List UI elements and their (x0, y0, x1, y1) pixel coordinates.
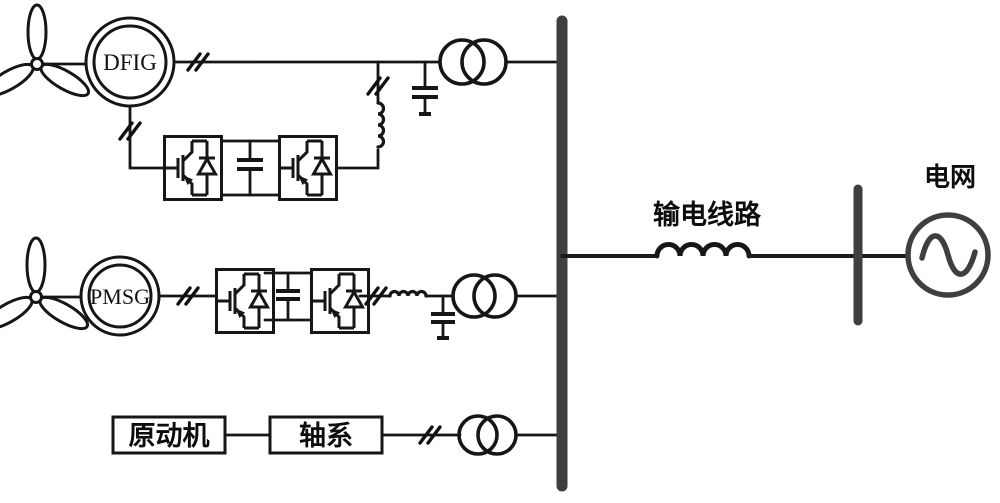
sync-unit: 原动机 轴系 (111, 414, 564, 456)
transmission-line-inductor-icon (654, 242, 752, 259)
shaft-system-label: 轴系 (299, 421, 353, 452)
dfig-generator-icon: DFIG (84, 16, 176, 108)
sync-unit-transformer-icon (457, 414, 518, 456)
shaft-system-block: 轴系 (268, 415, 384, 455)
dfig-rotor-side-converter-icon (163, 135, 223, 201)
dfig-wind-turbine-icon (0, 3, 95, 103)
prime-mover-label: 原动机 (129, 421, 210, 452)
pmsg-label: PMSG (90, 284, 150, 309)
pmsg-filter-inductor-icon (388, 289, 428, 298)
pmsg-grid-side-converter-icon (310, 268, 370, 334)
dfig-converter-output-line (336, 148, 380, 170)
dfig-rotor-line (128, 104, 165, 170)
transmission-line-branch: 输电线路 (560, 199, 910, 259)
pmsg-machine-side-converter-icon (215, 268, 275, 334)
dfig-step-up-transformer-icon (438, 38, 508, 86)
dfig-filter-inductor-icon (376, 101, 386, 149)
pmsg-dc-link-capacitor-icon (276, 271, 300, 322)
pmsg-wind-turbine-icon (0, 236, 94, 336)
pmsg-generator-icon: PMSG (79, 255, 161, 337)
dfig-shunt-capacitor-icon (412, 60, 438, 116)
grid-ac-source-icon: 电网 (905, 163, 991, 298)
dfig-unit: DFIG (0, 3, 564, 201)
pmsg-step-up-transformer-icon (451, 273, 518, 319)
pmsg-shunt-capacitor-icon (431, 294, 455, 340)
dfig-label: DFIG (103, 50, 157, 75)
prime-mover-block: 原动机 (111, 415, 227, 455)
transmission-line-label: 输电线路 (653, 199, 762, 231)
grid-label: 电网 (924, 163, 976, 193)
dfig-dc-link-capacitor-icon (237, 139, 263, 197)
pmsg-unit: PMSG (0, 236, 564, 340)
dfig-grid-side-converter-icon (278, 135, 338, 201)
